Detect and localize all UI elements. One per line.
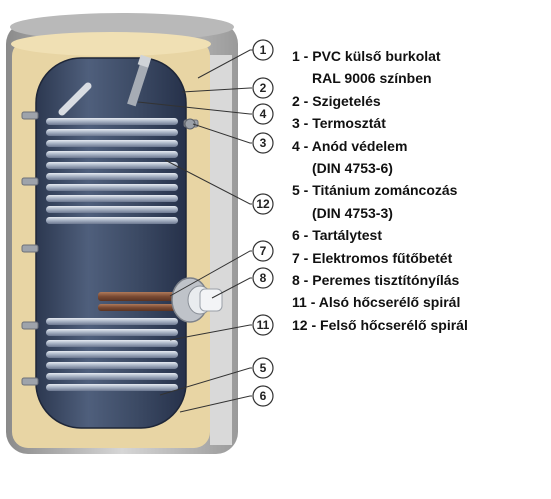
callout-11: 11 (252, 314, 274, 336)
callout-7: 7 (252, 240, 274, 262)
connection-pipes (21, 111, 199, 386)
svg-text:8: 8 (260, 271, 267, 285)
callout-1: 1 (252, 39, 274, 61)
anode-rods (58, 54, 152, 116)
legend-item-6: 6 - Tartálytest (292, 224, 547, 246)
legend: 1 - PVC külső burkolat RAL 9006 színben … (292, 45, 547, 336)
legend-item-6-line1: 6 - Tartálytest (292, 227, 382, 244)
legend-item-5-line2: (DIN 4753-3) (312, 204, 393, 221)
legend-item-11: 11 - Alsó hőcserélő spirál (292, 291, 547, 313)
legend-item-4-line1: 4 - Anód védelem (292, 137, 408, 154)
cleaning-flange (171, 277, 223, 323)
legend-item-1-line1: 1 - PVC külső burkolat (292, 48, 441, 64)
legend-item-2-line1: 2 - Szigetelés (292, 92, 381, 109)
legend-item-1: 1 - PVC külső burkolat RAL 9006 színben (292, 45, 547, 90)
svg-text:1: 1 (260, 43, 267, 57)
lower-coil (46, 318, 178, 391)
legend-item-5-line1: 5 - Titánium zománcozás (292, 182, 458, 199)
svg-text:2: 2 (260, 81, 267, 95)
legend-item-3-line1: 3 - Termosztát (292, 115, 386, 132)
callout-4: 4 (252, 103, 274, 125)
svg-text:7: 7 (260, 244, 267, 258)
svg-text:5: 5 (260, 361, 267, 375)
upper-coil (46, 118, 178, 224)
legend-item-12: 12 - Felső hőcserélő spirál (292, 314, 547, 336)
legend-item-1-line2: RAL 9006 színben (312, 70, 432, 87)
callout-12: 12 (252, 193, 274, 215)
thermostat-sensor (184, 118, 196, 130)
callout-8: 8 (252, 267, 274, 289)
callout-5: 5 (252, 357, 274, 379)
legend-item-4-line2: (DIN 4753-6) (312, 160, 393, 177)
callout-3: 3 (252, 132, 274, 154)
svg-text:11: 11 (257, 318, 270, 332)
callout-2: 2 (252, 77, 274, 99)
svg-text:3: 3 (260, 136, 267, 150)
legend-item-5: 5 - Titánium zománcozás (DIN 4753-3) (292, 179, 547, 224)
tank-body (35, 57, 187, 429)
legend-item-8-line1: 8 - Peremes tisztítónyílás (292, 272, 460, 289)
legend-item-2: 2 - Szigetelés (292, 90, 547, 112)
callout-6: 6 (252, 385, 274, 407)
callout-circles: 1 2 4 3 12 7 8 11 5 6 (252, 39, 274, 407)
svg-text:12: 12 (256, 197, 270, 211)
legend-item-3: 3 - Termosztát (292, 112, 547, 134)
legend-item-11-line1: 11 - Alsó hőcserélő spirál (292, 294, 461, 311)
legend-item-4: 4 - Anód védelem (DIN 4753-6) (292, 135, 547, 180)
leader-lines (137, 49, 253, 413)
svg-text:6: 6 (260, 389, 267, 403)
legend-item-12-line1: 12 - Felső hőcserélő spirál (292, 316, 468, 333)
svg-text:4: 4 (260, 107, 267, 121)
legend-item-7: 7 - Elektromos fűtőbetét (292, 247, 547, 269)
legend-item-7-line1: 7 - Elektromos fűtőbetét (292, 249, 453, 266)
legend-item-8: 8 - Peremes tisztítónyílás (292, 269, 547, 291)
